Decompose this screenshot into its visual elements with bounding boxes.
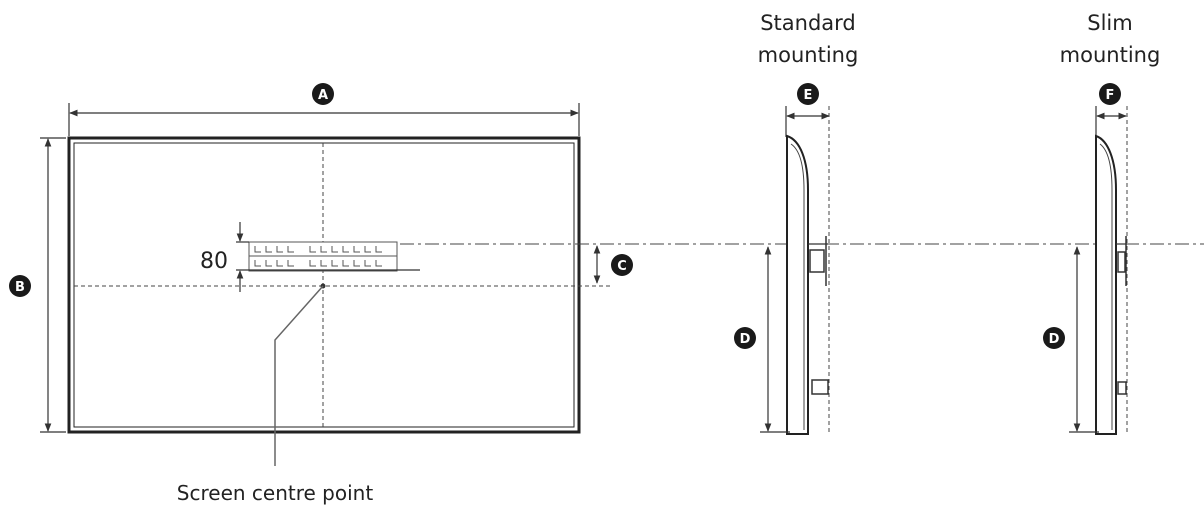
slim-mounting-title-line2: mounting <box>1060 43 1161 67</box>
tv-front-bezel <box>73 142 575 428</box>
standard-mounting-title-line2: mounting <box>758 43 859 67</box>
svg-text:D: D <box>1049 332 1060 347</box>
tv-side-profile-slim <box>1095 134 1117 435</box>
svg-text:F: F <box>1106 88 1115 103</box>
wall-bracket-slim <box>1117 236 1127 395</box>
svg-text:A: A <box>318 88 328 103</box>
badge-d-slim: D <box>1043 327 1065 349</box>
svg-text:E: E <box>804 88 813 103</box>
slim-mounting-side-view: Slim mounting F D <box>1043 11 1161 435</box>
svg-text:C: C <box>617 259 627 274</box>
badge-f: F <box>1099 83 1121 105</box>
badge-b: B <box>9 275 31 297</box>
mounting-bracket-front <box>248 241 398 272</box>
badge-d-standard: D <box>734 327 756 349</box>
badge-a: A <box>312 83 334 105</box>
standard-mounting-title-line1: Standard <box>760 11 856 35</box>
screen-centre-leader <box>274 285 324 466</box>
front-view: A B 80 <box>9 83 633 505</box>
slim-mounting-title-line1: Slim <box>1087 11 1132 35</box>
badge-e: E <box>797 83 819 105</box>
svg-text:D: D <box>740 332 751 347</box>
wall-bracket-standard <box>809 236 829 395</box>
badge-c: C <box>611 254 633 276</box>
tv-side-profile-standard <box>786 134 809 435</box>
standard-mounting-side-view: Standard mounting E D <box>734 11 859 435</box>
bracket-spacing-label: 80 <box>200 249 228 274</box>
screen-centre-point-label: Screen centre point <box>177 481 374 505</box>
svg-text:B: B <box>15 280 25 295</box>
